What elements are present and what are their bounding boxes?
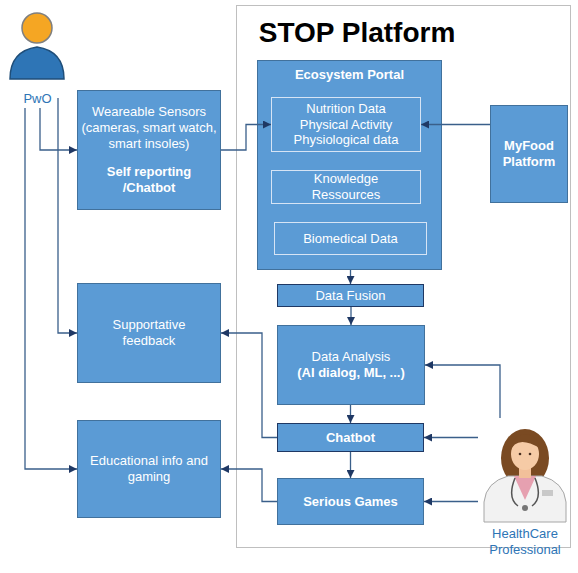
process-box: Supportative feedback <box>77 283 221 383</box>
process-box: Weareable Sensors (cameras, smart watch,… <box>77 90 221 210</box>
box-label: Weareable Sensors (cameras, smart watch,… <box>79 104 219 151</box>
person-head <box>22 13 52 43</box>
box-label: HealthCare Professional <box>478 526 572 557</box>
doctor-eye <box>529 453 532 456</box>
portal-box: Ecosystem PortalNutrition Data Physical … <box>257 60 442 270</box>
box-label: Knowledge Ressources <box>296 171 396 202</box>
flow-arrow <box>25 108 77 469</box>
doctor-badge <box>542 490 553 496</box>
box-label: Chatbot <box>326 430 375 446</box>
flow-arrow <box>40 108 77 150</box>
process-box: Serious Games <box>277 478 424 525</box>
box-label: Data Analysis <box>312 349 391 365</box>
actor-icon: PwO <box>5 5 70 108</box>
data-box: Nutrition Data Physical Activity Physiol… <box>271 97 421 152</box>
platform-box: MyFood Platform <box>490 105 568 203</box>
box-label: Serious Games <box>303 494 398 510</box>
doctor-blouse <box>514 476 536 500</box>
stethoscope-bell <box>522 505 528 511</box>
box-label: Supportative feedback <box>99 317 199 348</box>
data-box: Biomedical Data <box>274 222 427 255</box>
process-box: Educational info and gaming <box>77 420 221 518</box>
process-box: Chatbot <box>277 423 424 452</box>
doctor-eye <box>519 453 522 456</box>
doctor-bangs <box>510 434 540 452</box>
box-label: MyFood Platform <box>491 138 567 169</box>
box-label: Ecosystem Portal <box>258 67 441 83</box>
box-label: PwO <box>5 91 70 107</box>
box-label: Data Fusion <box>315 288 385 304</box>
box-label: Biomedical Data <box>303 231 398 247</box>
actor-icon: HealthCare Professional <box>478 418 572 566</box>
data-box: Knowledge Ressources <box>271 170 421 204</box>
flow-arrow <box>58 98 77 333</box>
stethoscope <box>512 478 539 506</box>
doctor-coat <box>484 476 566 522</box>
box-label: (AI dialog, ML, ...) <box>297 365 405 381</box>
process-box: Data Fusion <box>277 284 424 307</box>
box-label: Nutrition Data Physical Activity Physiol… <box>286 101 406 148</box>
process-box: Data Analysis(AI dialog, ML, ...) <box>277 325 425 405</box>
person-body <box>10 47 64 79</box>
platform-title: STOP Platform <box>247 16 467 50</box>
box-label: Self reporting /Chatbot <box>94 164 204 195</box>
box-label: Educational info and gaming <box>87 453 212 484</box>
